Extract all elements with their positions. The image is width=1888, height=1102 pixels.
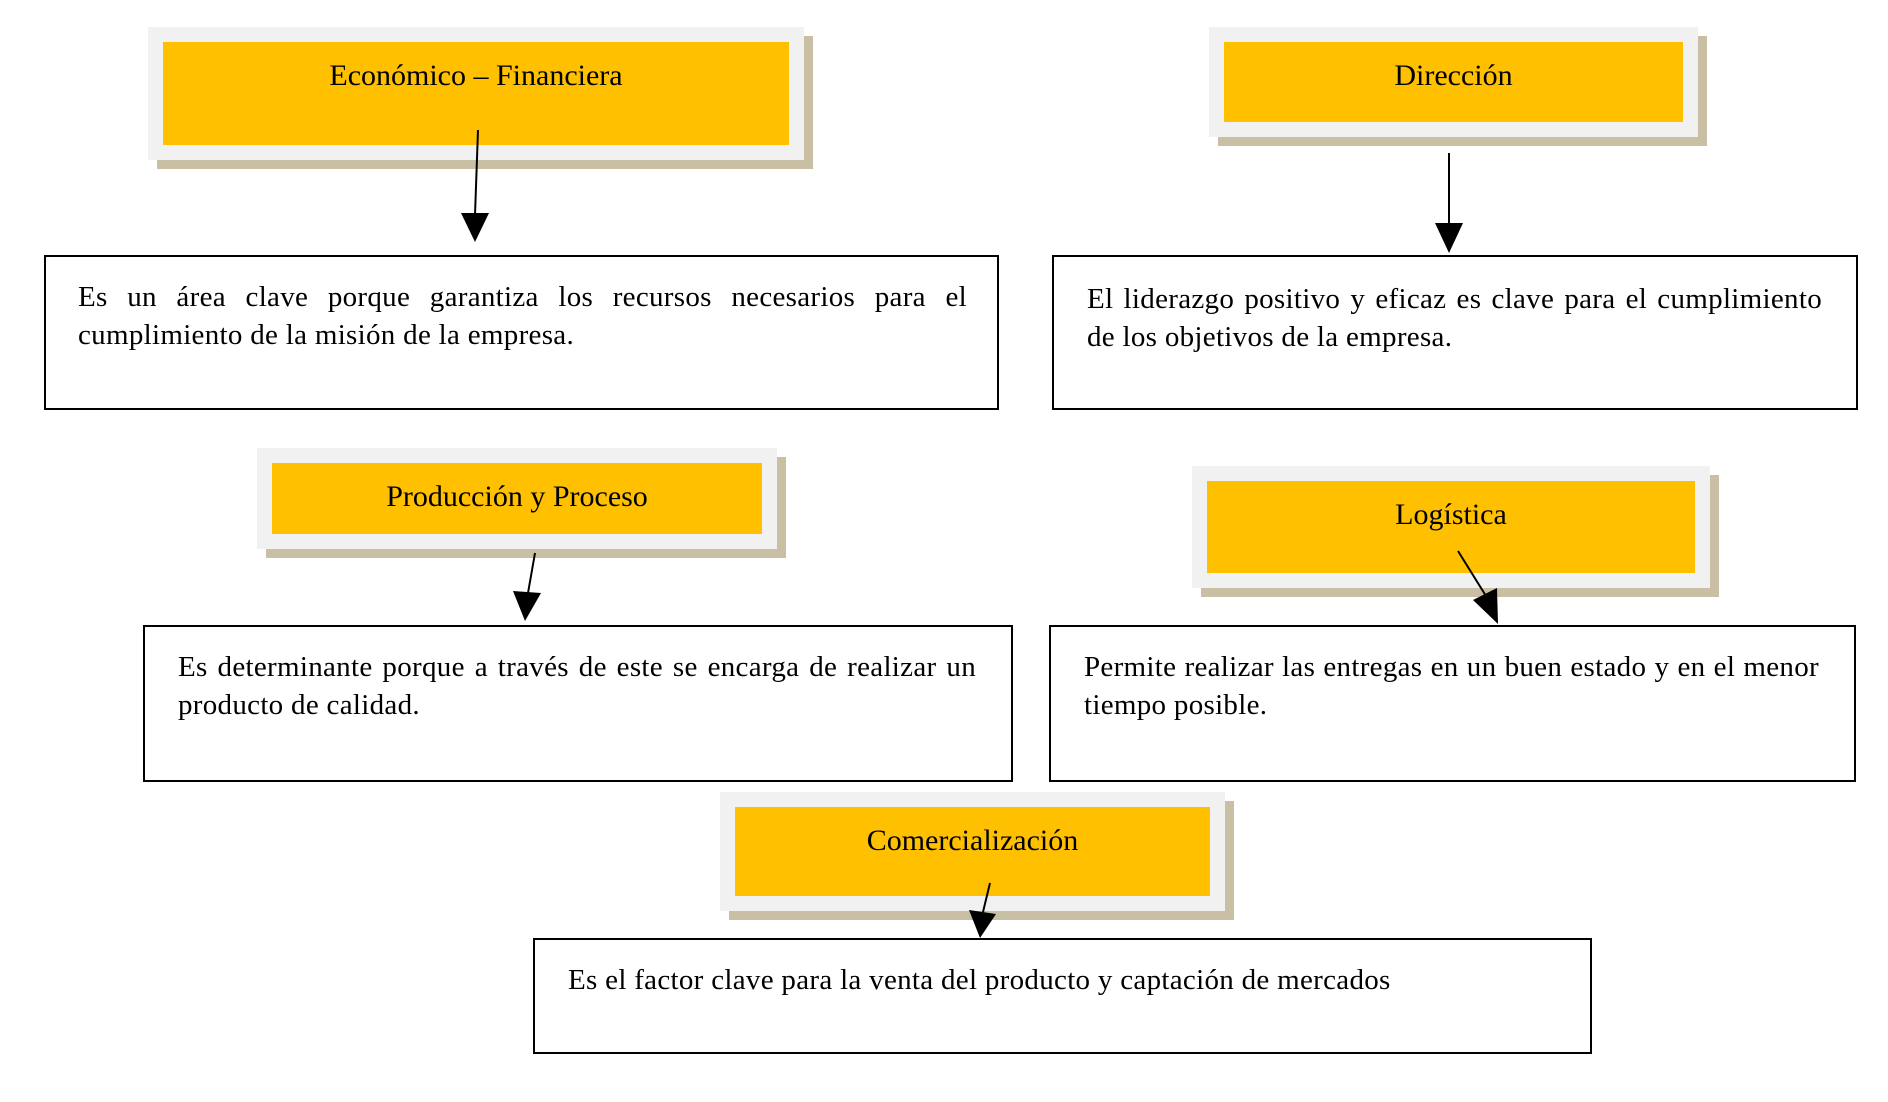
area-title-direccion: Dirección xyxy=(1394,59,1513,92)
area-header-fill: Comercialización xyxy=(735,807,1210,896)
area-header-direccion: Dirección xyxy=(1209,27,1698,137)
area-header-produccion-proceso: Producción y Proceso xyxy=(257,448,777,549)
arrow-comercializacion xyxy=(969,882,996,938)
area-description-text: Es determinante porque a través de este … xyxy=(178,651,976,721)
area-title-comercializacion: Comercialización xyxy=(866,824,1079,857)
area-header-logistica: Logística xyxy=(1192,466,1710,588)
area-description-text: Permite realizar las entregas en un buen… xyxy=(1084,651,1819,721)
area-header-fill: Dirección xyxy=(1224,42,1683,122)
area-title-economico-financiera: Económico – Financiera xyxy=(329,59,623,92)
area-description-text: El liderazgo positivo y eficaz es clave … xyxy=(1087,283,1822,353)
area-description-text: Es el factor clave para la venta del pro… xyxy=(568,964,1391,996)
area-description-comercializacion: Es el factor clave para la venta del pro… xyxy=(533,938,1592,1054)
area-header-comercializacion: Comercialización xyxy=(720,792,1225,911)
area-description-produccion-proceso: Es determinante porque a través de este … xyxy=(143,625,1013,782)
arrow-economico xyxy=(461,129,489,242)
area-header-fill: Logística xyxy=(1207,481,1695,573)
arrow-produccion xyxy=(513,552,541,621)
area-description-direccion: El liderazgo positivo y eficaz es clave … xyxy=(1052,255,1858,410)
area-header-fill: Producción y Proceso xyxy=(272,463,762,534)
area-header-fill: Económico – Financiera xyxy=(163,42,789,145)
area-description-logistica: Permite realizar las entregas en un buen… xyxy=(1049,625,1856,782)
area-title-produccion-proceso: Producción y Proceso xyxy=(386,480,648,513)
area-header-economico-financiera: Económico – Financiera xyxy=(148,27,804,160)
arrow-direccion xyxy=(1435,153,1463,253)
area-description-economico-financiera: Es un área clave porque garantiza los re… xyxy=(44,255,999,410)
arrow-logistica xyxy=(1457,550,1498,624)
area-description-text: Es un área clave porque garantiza los re… xyxy=(78,281,967,351)
area-title-logistica: Logística xyxy=(1395,498,1507,531)
